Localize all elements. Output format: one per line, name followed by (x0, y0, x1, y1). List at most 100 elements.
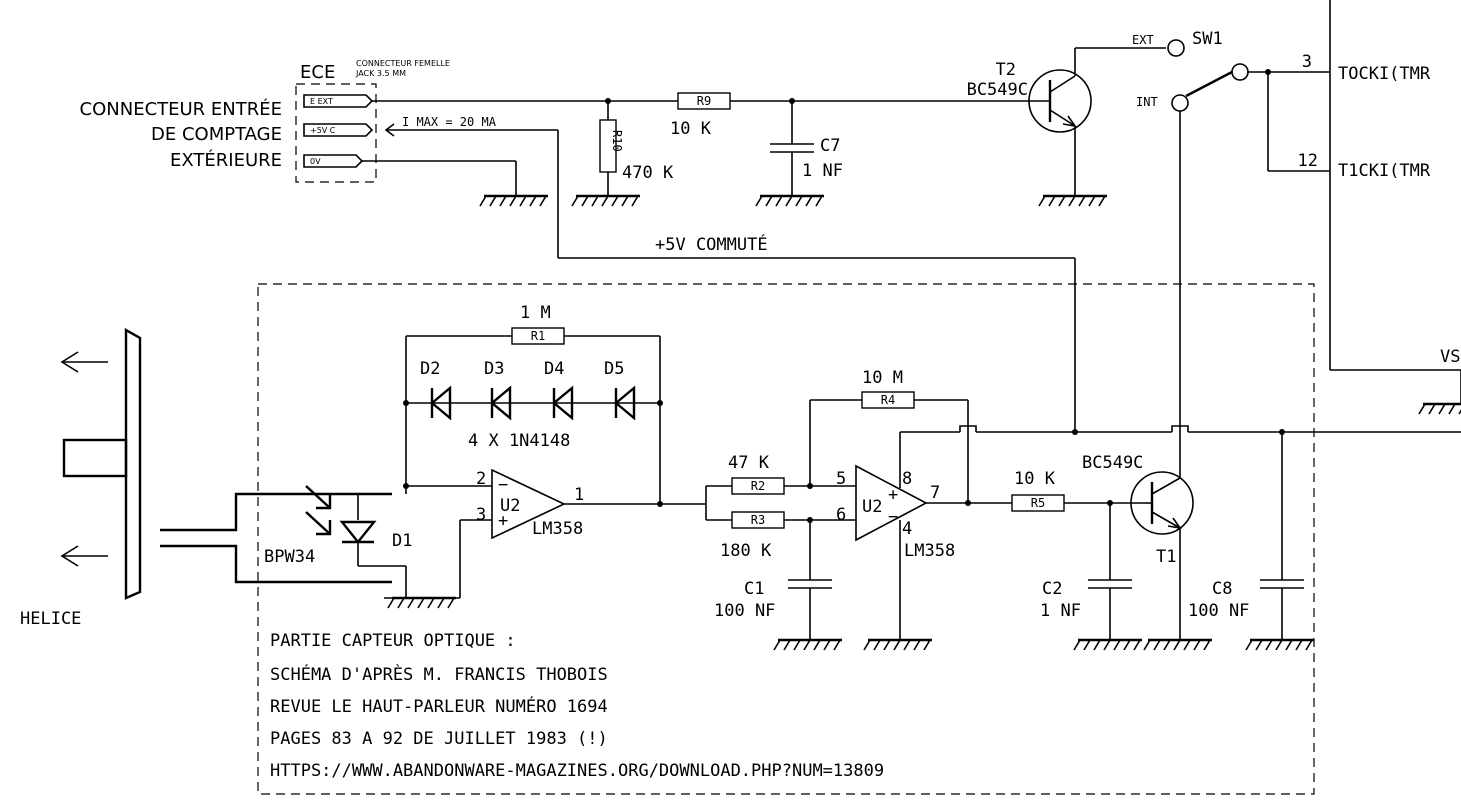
mcu-edge: 3 TOCKI(TMR 12 T1CKI(TMR VS (1298, 0, 1461, 416)
u2b-pin-gnd: 4 (902, 519, 912, 539)
svg-text:+: + (888, 485, 898, 505)
r3-ref: R3 (751, 513, 765, 527)
opamp-u2a: − + U2 LM358 2 3 1 (403, 468, 706, 598)
r4-ref: R4 (881, 393, 895, 407)
u2b-part: LM358 (904, 541, 955, 561)
u2b-ref: U2 (862, 497, 882, 517)
opamp-u2b: + − U2 LM358 5 6 7 8 4 (836, 432, 1012, 652)
diode-d2 (430, 385, 452, 421)
net-switched-5v: +5V COMMUTÉ (655, 233, 768, 255)
c8-value: 100 NF (1188, 601, 1249, 621)
u2a-pin-out: 1 (574, 485, 584, 505)
current-note: I MAX = 20 MA (402, 115, 497, 129)
diode-d4 (552, 385, 574, 421)
r9-value: 10 K (670, 119, 712, 139)
capacitor-c7: C7 1 NF (754, 101, 843, 208)
helice-label: HELICE (20, 609, 81, 629)
diode-d3 (490, 385, 512, 421)
pin-e-ext: E EXT (310, 97, 333, 106)
notes: PARTIE CAPTEUR OPTIQUE : SCHÉMA D'APRÈS … (270, 631, 884, 781)
d1-ref: D1 (392, 531, 412, 551)
connector-ece: ECE CONNECTEUR FEMELLE JACK 3.5 MM E EXT… (80, 59, 450, 183)
u2a-pin-plus: 3 (476, 505, 486, 525)
note-line-3: REVUE LE HAUT-PARLEUR NUMÉRO 1694 (270, 695, 608, 717)
u2b-pin-minus: 6 (836, 505, 846, 525)
connector-label-3: EXTÉRIEURE (170, 149, 282, 171)
capacitor-c2: C2 1 NF (1040, 503, 1144, 652)
resistor-r5: R5 10 K (1011, 469, 1146, 512)
sw1-ext: EXT (1132, 33, 1154, 47)
u2b-pin-vcc: 8 (902, 469, 912, 489)
capacitor-c1: C1 100 NF (714, 520, 844, 652)
resistor-r10: R10 470 K (570, 101, 674, 208)
pin-0v: 0V (310, 157, 321, 166)
r5-value: 10 K (1014, 469, 1056, 489)
t2-part: BC549C (967, 80, 1028, 100)
c1-value: 100 NF (714, 601, 775, 621)
c2-ref: C2 (1042, 579, 1062, 599)
connector-type-line1: CONNECTEUR FEMELLE (356, 59, 450, 68)
note-line-5: HTTPS://WWW.ABANDONWARE-MAGAZINES.ORG/DO… (270, 761, 884, 781)
gnd-d1 (386, 596, 458, 610)
connector-label-1: CONNECTEUR ENTRÉE (80, 98, 282, 120)
u2b-pin-out: 7 (930, 483, 940, 503)
c7-ref: C7 (820, 136, 840, 156)
r4-value: 10 M (862, 368, 903, 388)
feedback-network: R1 1 M D2 D3 D4 D5 4 X 1N4148 (403, 303, 663, 504)
c1-ref: C1 (744, 579, 764, 599)
u2a-part: LM358 (532, 519, 583, 539)
pin-5v-c: +5V C (310, 126, 336, 135)
r9-ref: R9 (697, 94, 711, 108)
vs-label: VS (1440, 347, 1460, 367)
photodiode-d1: BPW34 D1 (160, 485, 412, 598)
r1-value: 1 M (520, 303, 551, 323)
t2-ref: T2 (996, 60, 1016, 80)
sw1-int: INT (1136, 95, 1158, 109)
note-line-2: SCHÉMA D'APRÈS M. FRANCIS THOBOIS (270, 663, 608, 685)
u2b-pin-plus: 5 (836, 469, 846, 489)
resistor-r2-r3: R2 R3 47 K 180 K (705, 453, 856, 561)
capacitor-c8: C8 100 NF (1188, 432, 1316, 652)
pin12-number: 12 (1298, 151, 1318, 171)
d5-ref: D5 (604, 359, 624, 379)
u2a-ref: U2 (500, 496, 520, 516)
connector-label-2: DE COMPTAGE (151, 124, 282, 145)
note-line-4: PAGES 83 A 92 DE JUILLET 1983 (!) (270, 729, 608, 749)
svg-text:+: + (498, 511, 508, 531)
pin3-name: TOCKI(TMR (1338, 64, 1431, 84)
resistor-r4: R4 10 M (809, 368, 969, 504)
r2-ref: R2 (751, 479, 765, 493)
optical-sensor-box (257, 283, 1315, 795)
diode-d5 (614, 385, 636, 421)
r1-ref: R1 (531, 329, 545, 343)
d4-ref: D4 (544, 359, 564, 379)
transistor-t1: BC549C T1 (1082, 432, 1214, 652)
t1-part: BC549C (1082, 453, 1143, 473)
r2-value: 47 K (728, 453, 770, 473)
supply-rail (900, 425, 1461, 435)
helice: HELICE (20, 327, 142, 629)
c7-value: 1 NF (802, 161, 843, 181)
svg-text:−: − (888, 507, 898, 527)
diodes-part: 4 X 1N4148 (468, 431, 570, 451)
pin3-number: 3 (1302, 52, 1312, 72)
resistor-r9: R9 10 K (670, 92, 731, 139)
d1-part: BPW34 (264, 547, 315, 567)
d2-ref: D2 (420, 359, 440, 379)
connector-type-line2: JACK 3.5 MM (355, 69, 406, 78)
c8-ref: C8 (1212, 579, 1232, 599)
r10-value: 470 K (622, 163, 674, 183)
sw1-ref: SW1 (1192, 29, 1223, 49)
r3-value: 180 K (720, 541, 772, 561)
r5-ref: R5 (1031, 496, 1045, 510)
transistor-t2: T2 BC549C (967, 47, 1166, 208)
u2a-pin-minus: 2 (476, 469, 486, 489)
switch-sw1: EXT INT SW1 (1132, 29, 1330, 432)
resistor-r1 (511, 327, 565, 345)
note-line-1: PARTIE CAPTEUR OPTIQUE : (270, 631, 516, 651)
c2-value: 1 NF (1040, 601, 1081, 621)
svg-text:−: − (498, 475, 508, 495)
t1-ref: T1 (1156, 547, 1176, 567)
pin12-name: T1CKI(TMR (1338, 161, 1431, 181)
